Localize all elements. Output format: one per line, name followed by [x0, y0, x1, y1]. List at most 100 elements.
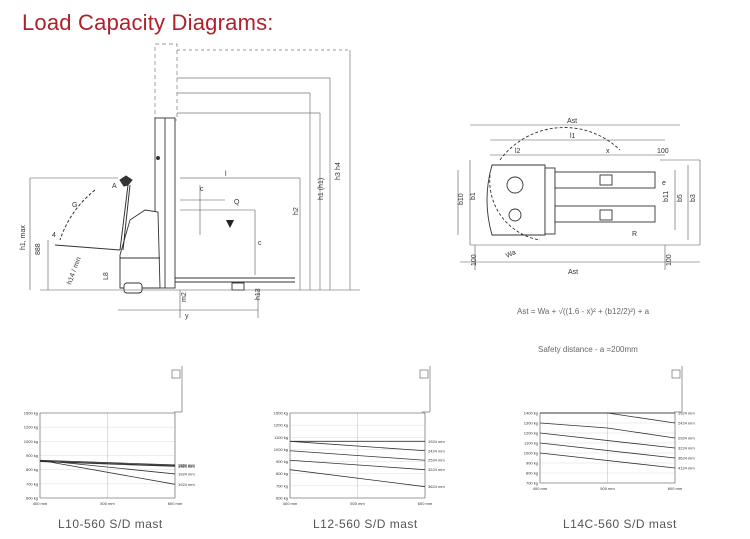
- angle-a: A: [112, 183, 117, 190]
- x-tick-label: 500 mm: [350, 501, 365, 506]
- y-tick-label: 700 kg: [276, 483, 288, 488]
- series-line: [39, 459, 176, 485]
- x-tick-label: 400 mm: [283, 501, 298, 506]
- page-title: Load Capacity Diagrams:: [22, 10, 274, 35]
- chart-caption-2: L12-560 S/D mast: [313, 517, 418, 531]
- dim-r: R: [632, 231, 637, 238]
- dim-b11: b11: [663, 191, 670, 202]
- dim-b3: b3: [690, 194, 697, 202]
- dim-100-top: 100: [657, 148, 669, 155]
- y-tick-label: 1200 kg: [24, 425, 38, 430]
- y-tick-label: 800 kg: [276, 471, 288, 476]
- chart-frame: [289, 412, 426, 499]
- dim-y: y: [185, 313, 189, 320]
- series-label: 3224 mm: [428, 467, 445, 472]
- load-box-icon: [419, 369, 429, 379]
- series-label: 3624 mm: [428, 484, 445, 489]
- dim-h13: h13: [255, 288, 262, 300]
- ast-formula: Ast = Wa + √((1.6 - x)² + (b12/2)²) + a: [517, 307, 650, 316]
- y-tick-label: 1100 kg: [274, 435, 288, 440]
- y-tick-label: 1200 kg: [524, 431, 538, 436]
- chart-caption-1: L10-560 S/D mast: [58, 517, 163, 531]
- y-tick-label: 1100 kg: [524, 441, 538, 446]
- series-label: 2424 mm: [428, 448, 445, 453]
- series-label: 1924 mm: [428, 439, 445, 444]
- load-box-icon: [171, 369, 181, 379]
- tiller-arm: [54, 175, 133, 251]
- dim-888: 888: [35, 243, 42, 255]
- dim-e: e: [662, 180, 666, 187]
- top-truck-outline: [486, 127, 656, 241]
- dim-h1-max: h1, max: [20, 225, 27, 250]
- dim-h3: h3: [335, 172, 342, 180]
- series-line: [289, 440, 426, 452]
- dim-l8: L8: [103, 272, 110, 280]
- y-tick-label: 800 kg: [526, 471, 538, 476]
- truck-body: [119, 209, 161, 294]
- dim-h4: h4: [335, 162, 342, 170]
- y-tick-label: 600 kg: [26, 496, 38, 501]
- dim-l: l: [225, 171, 227, 178]
- y-tick-label: 1000 kg: [524, 451, 538, 456]
- x-tick-label: 600 mm: [168, 501, 183, 506]
- y-tick-label: 800 kg: [26, 467, 38, 472]
- angle-4: 4: [52, 232, 56, 239]
- y-tick-label: 1000 kg: [274, 447, 288, 452]
- y-tick-label: 1000 kg: [24, 439, 38, 444]
- dim-m2: m2: [181, 292, 188, 302]
- x-tick-label: 600 mm: [418, 501, 433, 506]
- x-tick-label: 400 mm: [33, 501, 48, 506]
- series-label: 3224 mm: [678, 446, 695, 451]
- dim-wa: Wa: [505, 249, 517, 260]
- angle-g: G: [72, 202, 77, 209]
- series-label: 1924 mm: [178, 482, 195, 487]
- dim-ast-bottom: Ast: [568, 269, 578, 276]
- y-tick-label: 900 kg: [26, 453, 38, 458]
- series-label: 2424 mm: [678, 421, 695, 426]
- dim-100-right: 100: [666, 254, 673, 266]
- dim-l2: l2: [515, 148, 521, 155]
- y-tick-label: 1300 kg: [524, 421, 538, 426]
- series-line: [289, 459, 426, 471]
- load-q: Q: [234, 199, 240, 206]
- series-line: [540, 412, 676, 424]
- dim-h1: h1 (h1): [318, 178, 325, 200]
- y-tick-label: 900 kg: [276, 459, 288, 464]
- x-tick-label: 500 mm: [600, 486, 615, 491]
- top-dimensions: [457, 124, 701, 270]
- chart-caption-3: L14C-560 S/D mast: [563, 517, 677, 531]
- series-label: 2924 mm: [678, 436, 695, 441]
- dim-c-small: c: [200, 186, 204, 193]
- safety-note: Safety distance - a =200mm: [538, 345, 638, 354]
- series-line: [39, 459, 176, 466]
- dim-b1: b1: [470, 192, 477, 200]
- series-line: [539, 432, 676, 449]
- y-tick-label: 700 kg: [26, 481, 38, 486]
- y-tick-label: 1200 kg: [274, 423, 288, 428]
- series-label: 4124 mm: [678, 466, 695, 471]
- series-label: 1924 mm: [178, 463, 195, 468]
- y-tick-label: 600 kg: [276, 496, 288, 501]
- series-line: [39, 460, 176, 467]
- series-line: [289, 469, 426, 488]
- side-dimensions: [29, 177, 360, 318]
- y-tick-label: 900 kg: [526, 461, 538, 466]
- dim-x: x: [606, 148, 610, 155]
- series-label: 1924 mm: [178, 471, 195, 476]
- series-line: [539, 442, 676, 459]
- dim-ast-top: Ast: [567, 118, 577, 125]
- x-tick-label: 400 mm: [533, 486, 548, 491]
- dim-l1: l1: [570, 133, 576, 140]
- series-label: 2524 mm: [428, 458, 445, 463]
- dim-b5: b5: [677, 194, 684, 202]
- dim-b10: b10: [458, 193, 465, 205]
- series-line: [539, 452, 676, 469]
- series-line: [39, 459, 176, 475]
- series-label: 1924 mm: [678, 411, 695, 416]
- chart-frame: [39, 412, 176, 499]
- dim-c-big: c: [258, 240, 262, 247]
- y-tick-label: 1400 kg: [524, 411, 538, 416]
